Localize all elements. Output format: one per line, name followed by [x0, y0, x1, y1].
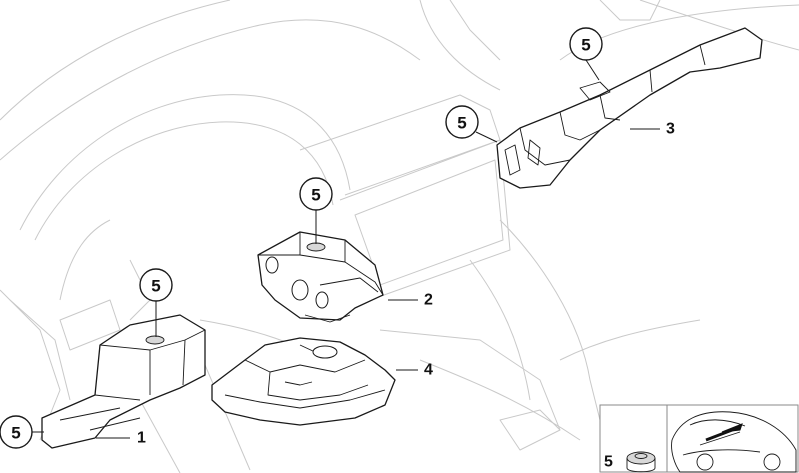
part-3-trim-panel	[496, 27, 763, 189]
left-fastener-plug	[145, 335, 165, 345]
part-ref-1: 1	[137, 430, 146, 447]
callout-leaders	[32, 59, 660, 439]
callout-fastener-left-upper: 5	[139, 268, 173, 302]
inset-part-number: 5	[604, 454, 613, 471]
callout-label: 5	[581, 36, 590, 55]
inset-box: 5	[599, 404, 799, 473]
callout-label: 5	[11, 424, 20, 443]
part-2-center-block	[257, 231, 384, 323]
car-location-icon	[671, 411, 797, 473]
callout-fastener-glovebox: 5	[445, 105, 479, 139]
center-fastener-plug	[306, 242, 326, 252]
part-1-left-block	[41, 314, 206, 449]
callout-fastener-center: 5	[299, 177, 333, 211]
part-4-lower-block	[211, 337, 396, 426]
fastener-clip-icon	[626, 451, 656, 473]
callout-label: 5	[457, 114, 466, 133]
callout-fastener-left-lower: 5	[0, 415, 33, 449]
callout-fastener-top: 5	[569, 27, 603, 61]
callout-label: 5	[311, 186, 320, 205]
callout-label: 5	[151, 277, 160, 296]
part-ref-3: 3	[666, 121, 675, 138]
part-ref-4: 4	[424, 362, 433, 379]
part-ref-2: 2	[424, 292, 433, 309]
